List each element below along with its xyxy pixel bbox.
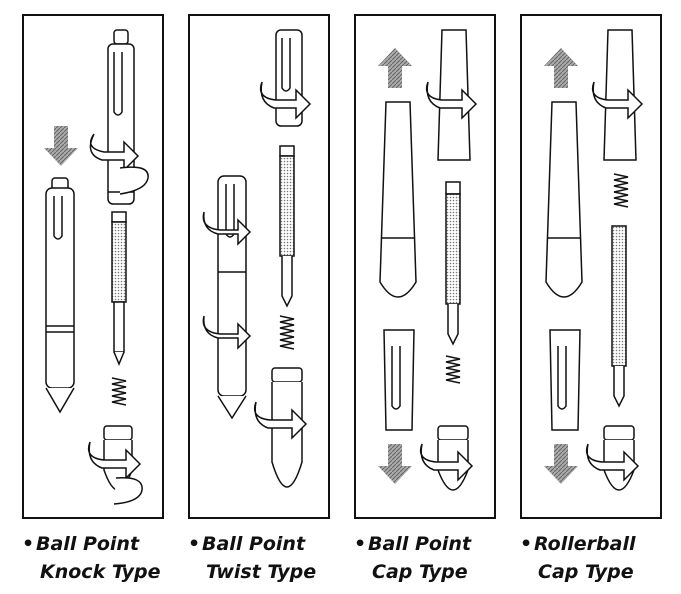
twist-arrow-icon (89, 133, 140, 172)
caption-line2: Cap Type (372, 561, 468, 583)
refill (279, 145, 295, 308)
twist-arrow-icon (585, 443, 640, 482)
caption-line2: Twist Type (206, 561, 317, 583)
down-arrow-icon (544, 444, 578, 484)
bullet: • (188, 533, 201, 555)
twist-arrow-icon (591, 81, 644, 120)
up-arrow-icon (544, 48, 578, 88)
caption-line1: Ball Point (368, 533, 472, 555)
caption-line1: Ball Point (202, 533, 306, 555)
spring (279, 315, 295, 350)
assembled-pen (217, 175, 247, 420)
twist-arrow-icon (202, 315, 252, 350)
panel-twist-type (188, 14, 330, 519)
spring (111, 377, 127, 406)
bullet: • (354, 533, 367, 555)
up-arrow-icon (378, 48, 412, 88)
spring (445, 355, 461, 384)
front-barrel (545, 101, 583, 298)
twist-arrow-icon (253, 401, 308, 440)
down-arrow-icon (44, 126, 78, 166)
twist-arrow-icon (425, 81, 478, 120)
refill (111, 211, 127, 366)
down-arrow-icon (378, 444, 412, 484)
caption-cap-type-rollerball: •Rollerball Cap Type (520, 530, 635, 586)
caption-knock-type: •Ball Point Knock Type (22, 530, 161, 586)
refill (611, 225, 627, 408)
twist-arrow-icon (87, 441, 142, 480)
top-cap (603, 29, 637, 161)
bullet: • (520, 533, 533, 555)
panel-knock-type (22, 14, 164, 519)
panel-cap-type-rollerball (520, 14, 662, 519)
caption-line1: Ball Point (36, 533, 140, 555)
front-barrel (379, 101, 417, 298)
bottom-cap (383, 329, 415, 431)
caption-line2: Cap Type (538, 561, 634, 583)
twist-arrow-icon (259, 81, 312, 120)
bottom-barrel (271, 367, 303, 488)
refill (445, 181, 461, 346)
caption-twist-type: •Ball Point Twist Type (188, 530, 316, 586)
assembled-pen (45, 177, 75, 414)
caption-line2: Knock Type (40, 561, 161, 583)
bottom-cap (549, 329, 581, 431)
bullet: • (22, 533, 35, 555)
twist-arrow-icon (202, 211, 252, 246)
caption-cap-type-ballpoint: •Ball Point Cap Type (354, 530, 471, 586)
top-cap (437, 29, 471, 161)
caption-line1: Rollerball (534, 533, 636, 555)
twist-arrow-icon (419, 443, 474, 482)
spring (613, 173, 629, 208)
panel-cap-type-ballpoint (354, 14, 496, 519)
